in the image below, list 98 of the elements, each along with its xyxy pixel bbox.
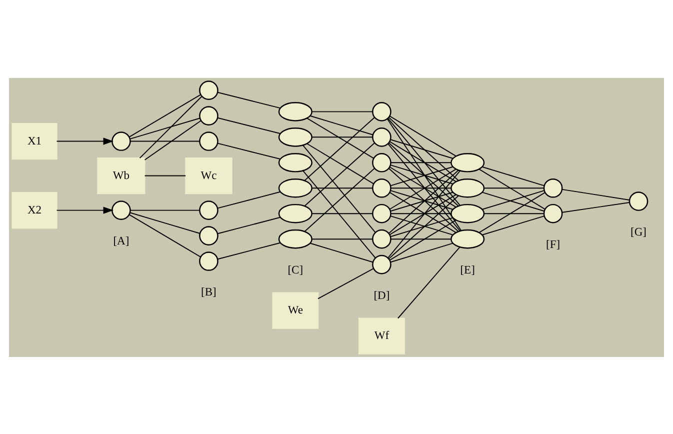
connector [130,209,200,210]
connector [144,120,202,160]
node-ellipse [450,152,485,172]
connector [478,192,546,232]
connector [389,219,456,260]
label: [G] [630,226,646,238]
connector [304,167,376,232]
connector [130,140,200,142]
connector [144,174,186,176]
connector [304,142,376,206]
connector [302,170,376,258]
node-circle [628,191,648,210]
connector [388,116,459,181]
node-circle [372,254,392,274]
connector [302,144,376,233]
node-circle [199,200,218,220]
connector [318,268,374,299]
node-ellipse [450,178,485,198]
node-circle [199,131,218,150]
connector [312,187,373,188]
connector [389,140,456,182]
connector [562,188,630,200]
node-box: Wc [185,157,232,194]
connector [386,118,462,231]
node-circle [372,228,392,248]
node-circle [372,152,392,172]
connector [390,238,452,240]
arrow [56,137,114,144]
connector [304,116,376,180]
node-ellipse [450,203,485,223]
node-ellipse [278,203,312,223]
label: [B] [201,286,216,298]
connector [217,142,281,159]
connector [388,142,460,231]
connector [397,246,460,318]
node-circle [543,178,563,198]
connector [217,190,281,208]
label: [A] [113,235,130,248]
connector [478,168,546,210]
connector [482,215,545,235]
connector [128,94,202,137]
node-ellipse [278,102,312,121]
node-box: We [272,292,319,328]
node-ellipse [278,127,312,146]
connector [217,242,281,260]
node-circle [372,102,392,121]
node-ellipse [278,228,312,248]
arrow [56,206,114,214]
connector [388,117,460,206]
node-box: X1 [12,122,58,160]
node-circle [543,203,563,223]
node-ellipse [278,152,312,172]
connector [312,238,373,240]
connector [312,136,373,138]
connector [129,212,200,234]
node-circle [199,106,218,125]
node-circle [199,226,218,245]
connector [390,242,454,262]
connector [482,166,545,186]
node-circle [199,251,218,270]
connector [390,138,454,158]
connector [306,117,374,158]
connector [310,242,374,262]
label: [F] [546,238,560,250]
connector [390,162,452,163]
node-box: X2 [12,192,58,228]
node-box: Wf [358,317,405,354]
node-ellipse [450,228,485,248]
connector [139,96,202,158]
connector [484,187,544,188]
node-circle [112,200,131,220]
connector [128,214,202,257]
connector [389,115,456,156]
node-circle [372,127,392,146]
connector [217,216,281,234]
connector [484,212,544,214]
connector [217,91,281,108]
connector [312,212,373,214]
connector [562,202,630,212]
connector [306,142,374,184]
label: [D] [374,289,390,302]
node-ellipse [278,178,312,198]
label: [C] [288,264,304,276]
connector [388,170,460,258]
label: [E] [460,264,475,276]
node-circle [112,131,131,150]
connector [312,110,373,112]
connector [217,116,281,134]
connector [388,142,459,206]
node-circle [372,203,392,223]
connector [388,194,459,259]
connector [390,212,452,214]
connector [310,114,374,135]
node-circle [372,178,392,198]
connector [129,117,200,139]
node-box: Wb [97,157,146,194]
node-circle [199,80,218,100]
connector [390,187,452,188]
